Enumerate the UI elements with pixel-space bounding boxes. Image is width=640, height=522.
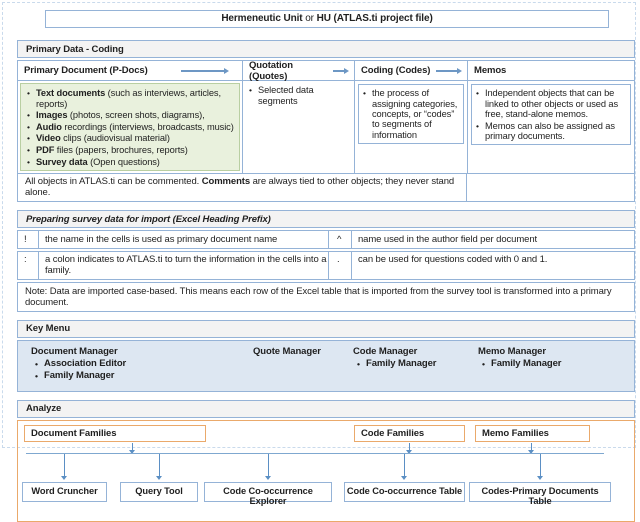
menu-item: Association Editor (31, 359, 253, 369)
arrow-down-icon (409, 443, 410, 450)
survey-row: ! the name in the cells is used as prima… (17, 230, 635, 249)
section-survey-import: Preparing survey data for import (Excel … (17, 210, 635, 312)
prefix-description: can be used for questions coded with 0 a… (352, 252, 634, 280)
column-header-quotes: Quotation (Quotes) (243, 61, 354, 81)
menu-group-title: Quote Manager (253, 346, 353, 357)
list-item: Video clips (audiovisual material) (23, 133, 236, 143)
analyze-diagram: Document Families Code Families Memo Fam… (17, 420, 635, 522)
prefix-cell: ! (18, 231, 39, 248)
list-item: Selected data segments (245, 85, 352, 106)
codes-primary-documents-table-box: Codes-Primary Documents Table (469, 482, 611, 502)
menu-group-title: Code Manager (353, 346, 478, 357)
section-key-menu: Key Menu Document Manager Association Ed… (17, 320, 635, 392)
menu-item: Family Manager (353, 359, 478, 369)
arrow-right-icon (181, 68, 229, 74)
page: Hermeneutic Unit or HU (ATLAS.ti project… (0, 0, 640, 452)
arrow-down-icon (540, 454, 541, 476)
section-header-primary-data: Primary Data - Coding (17, 40, 635, 58)
section-analyze: Analyze Document Families Code Families … (17, 400, 635, 522)
menu-item: Family Manager (478, 359, 634, 369)
column-quotation: Quotation (Quotes) Selected data segment… (242, 61, 354, 173)
section-primary-data: Primary Data - Coding Primary Document (… (17, 40, 635, 202)
prefix-description: name used in the author field per docume… (352, 231, 634, 248)
list-item: Images (photos, screen shots, diagrams), (23, 110, 236, 120)
document-families-box: Document Families (24, 425, 206, 442)
arrow-down-icon (132, 443, 133, 450)
connector-line (26, 453, 604, 454)
query-tool-box: Query Tool (120, 482, 198, 502)
code-cooccurrence-explorer-box: Code Co-occurrence Explorer (204, 482, 332, 502)
prefix-cell: ^ (329, 231, 352, 248)
menu-group-title: Memo Manager (478, 346, 634, 357)
column-coding: Coding (Codes) the process of assigning … (354, 61, 467, 173)
column-header-pdocs: Primary Document (P-Docs) (18, 61, 242, 81)
memo-families-box: Memo Families (475, 425, 590, 442)
comments-note-row: All objects in ATLAS.ti can be commented… (18, 173, 634, 202)
section-header-survey: Preparing survey data for import (Excel … (17, 210, 635, 228)
menu-group-memo-manager: Memo Manager Family Manager (478, 346, 634, 391)
page-title: Hermeneutic Unit or HU (ATLAS.ti project… (45, 10, 609, 28)
list-item: Independent objects that can be linked t… (472, 88, 629, 119)
section-header-analyze: Analyze (17, 400, 635, 418)
section-header-key-menu: Key Menu (17, 320, 635, 338)
menu-group-title: Document Manager (31, 346, 253, 357)
arrow-down-icon (64, 454, 65, 476)
memos-box: Independent objects that can be linked t… (471, 84, 631, 145)
title-bold-1: Hermeneutic Unit (221, 13, 302, 24)
list-item: Audio recordings (interviews, broadcasts… (23, 122, 236, 132)
menu-item: Family Manager (31, 371, 253, 381)
key-menu-panel: Document Manager Association Editor Fami… (17, 340, 635, 392)
arrow-down-icon (159, 454, 160, 476)
quotes-header-label: Quotation (Quotes) (249, 60, 327, 82)
word-cruncher-box: Word Cruncher (22, 482, 107, 502)
column-header-codes: Coding (Codes) (355, 61, 467, 81)
arrow-right-icon (436, 68, 462, 74)
comments-note: All objects in ATLAS.ti can be commented… (18, 174, 467, 202)
note-filler (467, 174, 634, 202)
title-bold-2: HU (ATLAS.ti project file) (317, 13, 433, 24)
prefix-description: the name in the cells is used as primary… (39, 231, 329, 248)
pdocs-list: Text documents (such as interviews, arti… (20, 83, 240, 171)
memos-header-label: Memos (474, 65, 506, 76)
list-item: PDF files (papers, brochures, reports) (23, 145, 236, 155)
title-mid: or (303, 13, 317, 24)
arrow-down-icon (531, 443, 532, 450)
list-item: the process of assigning categories, con… (359, 88, 462, 140)
arrow-right-icon (333, 68, 349, 74)
survey-row: : a colon indicates to ATLAS.ti to turn … (17, 251, 635, 281)
menu-group-document-manager: Document Manager Association Editor Fami… (31, 346, 253, 391)
list-item: Text documents (such as interviews, arti… (23, 88, 236, 109)
prefix-cell: : (18, 252, 39, 280)
primary-data-table: Primary Document (P-Docs) Text documents… (17, 60, 635, 202)
list-item: Survey data (Open questions) (23, 157, 236, 167)
code-families-box: Code Families (354, 425, 465, 442)
survey-note: Note: Data are imported case-based. This… (17, 282, 635, 312)
prefix-cell: . (329, 252, 352, 280)
column-header-memos: Memos (468, 61, 634, 81)
list-item: Memos can also be assigned as primary do… (472, 121, 629, 142)
menu-group-code-manager: Code Manager Family Manager (353, 346, 478, 391)
column-primary-document: Primary Document (P-Docs) Text documents… (18, 61, 242, 173)
codes-header-label: Coding (Codes) (361, 65, 430, 76)
pdocs-header-label: Primary Document (P-Docs) (24, 65, 148, 76)
arrow-down-icon (404, 454, 405, 476)
prefix-description: a colon indicates to ATLAS.ti to turn th… (39, 252, 329, 280)
codes-box: the process of assigning categories, con… (358, 84, 464, 144)
column-memos: Memos Independent objects that can be li… (467, 61, 634, 173)
arrow-down-icon (268, 454, 269, 476)
menu-group-quote-manager: Quote Manager (253, 346, 353, 391)
code-cooccurrence-table-box: Code Co-occurrence Table (344, 482, 465, 502)
